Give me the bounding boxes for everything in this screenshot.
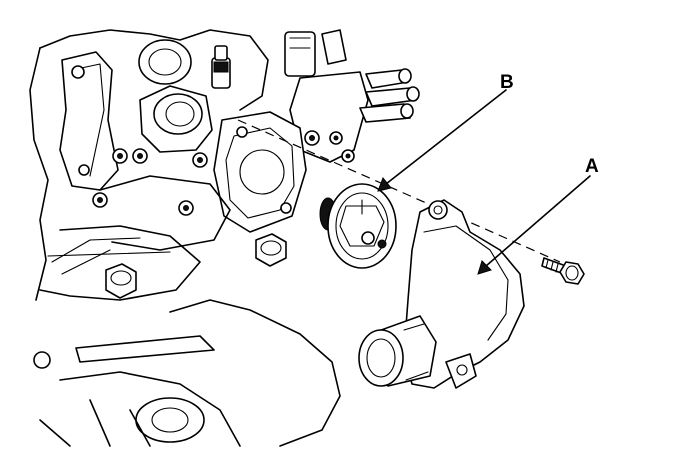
alignment-line: [237, 119, 561, 263]
upper-pipe: [138, 39, 192, 85]
lower-lever: [75, 335, 215, 363]
callout-a-label: A: [585, 156, 599, 177]
block-bolts: [92, 130, 355, 216]
thermostat: [319, 183, 397, 269]
housing-face: [213, 111, 307, 233]
mounting-bolt: [541, 257, 585, 285]
callout-b: B: [377, 72, 514, 192]
callout-a: A: [477, 156, 599, 275]
hex-bolts: [105, 233, 287, 299]
engine-block: [29, 29, 420, 447]
pump-pulley: [135, 397, 205, 443]
connector: [284, 31, 316, 77]
thermostat-housing: [358, 199, 525, 389]
mount-bracket: [59, 51, 119, 191]
callout-b-label: B: [500, 72, 514, 93]
